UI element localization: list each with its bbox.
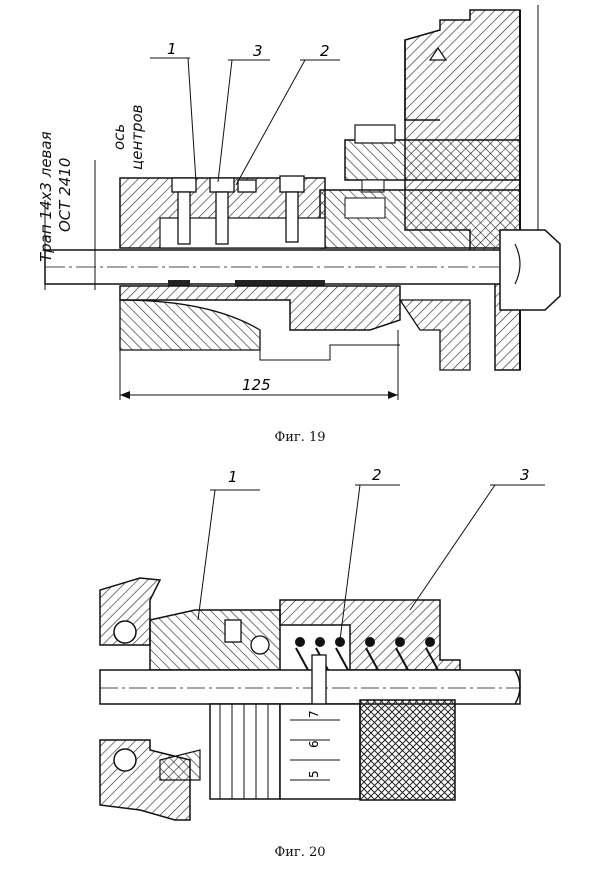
upper-slide <box>344 124 521 193</box>
hub-part-1 <box>149 609 281 781</box>
figure-20-caption: Фиг. 20 <box>274 845 326 860</box>
fig19-drawing: 1 3 2 125 <box>44 5 561 400</box>
callout-3: 3 <box>520 466 530 484</box>
dimension-value: 125 <box>242 376 271 394</box>
scale-mark-7: 7 <box>307 710 321 718</box>
callout-1: 1 <box>167 40 177 58</box>
lead-screw <box>44 229 561 311</box>
fig20-drawing: 1 2 3 7 6 5 <box>99 466 545 821</box>
figure-19-caption: Фиг. 19 <box>274 430 326 445</box>
figure-19: 1 3 2 125 Трап 14х3 левая ОСТ 2410 ось ц… <box>37 5 561 445</box>
shaft <box>99 654 521 706</box>
callout-2: 2 <box>372 466 382 484</box>
callout-2: 2 <box>320 42 330 60</box>
scale-mark-5: 5 <box>307 770 321 778</box>
axis-label-line2: центров <box>128 104 146 170</box>
thread-note-line2: ОСТ 2410 <box>56 157 74 232</box>
scale-mark-6: 6 <box>307 740 321 748</box>
callout-1: 1 <box>228 468 238 486</box>
screws <box>171 175 305 245</box>
axis-label-line1: ось <box>110 123 128 150</box>
figure-20: 1 2 3 7 6 5 Фиг. 20 <box>0 460 600 872</box>
callout-3: 3 <box>253 42 263 60</box>
fig19-leaders <box>150 57 340 186</box>
thread-note-line1: Трап 14х3 левая <box>37 131 55 262</box>
fig20-leaders <box>197 484 545 641</box>
dial-drum <box>209 699 456 801</box>
lower-bracket <box>119 285 471 371</box>
